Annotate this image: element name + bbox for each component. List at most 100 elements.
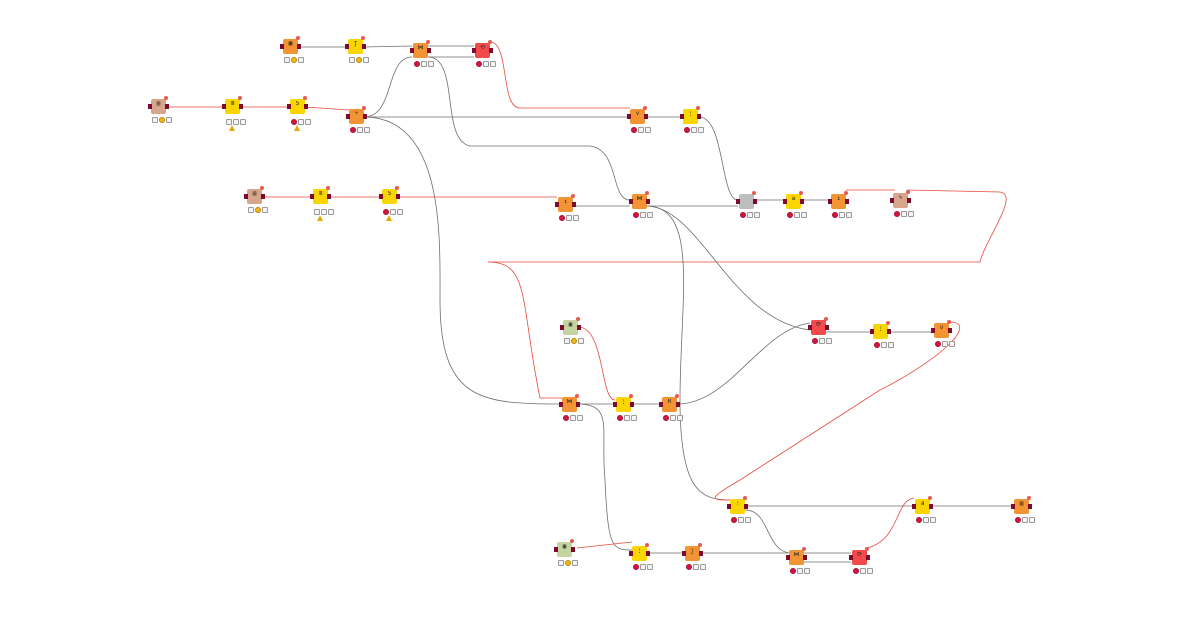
variable-port[interactable] [1027, 496, 1031, 500]
output-port[interactable] [1028, 504, 1032, 509]
variable-port[interactable] [629, 394, 633, 398]
input-port[interactable] [680, 114, 684, 119]
output-port[interactable] [363, 114, 367, 119]
variable-port[interactable] [576, 317, 580, 321]
variable-port[interactable] [238, 96, 242, 100]
output-port[interactable] [427, 48, 431, 53]
connection-30[interactable] [714, 321, 961, 501]
variable-port[interactable] [698, 543, 702, 547]
input-port[interactable] [828, 199, 832, 204]
image-viewer-node[interactable]: ▣ [554, 539, 575, 557]
input-port[interactable] [627, 114, 631, 119]
input-port[interactable] [682, 551, 686, 556]
input-port[interactable] [890, 198, 894, 203]
output-port[interactable] [697, 114, 701, 119]
variable-port[interactable] [886, 321, 890, 325]
input-port[interactable] [559, 402, 563, 407]
output-port[interactable] [577, 325, 581, 330]
joiner-node[interactable]: ⋈ [786, 547, 807, 565]
input-port[interactable] [555, 202, 559, 207]
column-filter-node[interactable]: ⋮ [613, 394, 634, 412]
splitter-node[interactable]: ⑂ [346, 106, 367, 124]
connection-43[interactable] [866, 497, 915, 549]
joiner-node[interactable]: ⋈ [410, 40, 431, 58]
input-port[interactable] [222, 104, 226, 109]
output-port[interactable] [571, 547, 575, 552]
input-port[interactable] [148, 104, 152, 109]
variable-port[interactable] [260, 186, 264, 190]
connection-26[interactable] [645, 205, 731, 501]
variable-port[interactable] [296, 36, 300, 40]
variable-port[interactable] [675, 394, 679, 398]
input-port[interactable] [912, 504, 916, 509]
variable-port[interactable] [645, 543, 649, 547]
variable-injector-node[interactable]: v [627, 106, 648, 124]
output-port[interactable] [630, 402, 634, 407]
connection-8[interactable] [304, 106, 350, 111]
column-filter-node[interactable]: ⋮ [680, 106, 701, 124]
connection-38[interactable] [576, 541, 633, 549]
joiner-node[interactable]: ⋈ [629, 191, 650, 209]
input-port[interactable] [410, 48, 414, 53]
loop-end-node[interactable]: ⟳ [808, 317, 829, 335]
input-port[interactable] [870, 329, 874, 334]
variable-port[interactable] [164, 96, 168, 100]
output-port[interactable] [646, 551, 650, 556]
connection-37[interactable] [744, 509, 791, 554]
variable-port[interactable] [575, 394, 579, 398]
variable-port[interactable] [865, 547, 869, 551]
output-port[interactable] [907, 198, 911, 203]
input-port[interactable] [659, 402, 663, 407]
input-port[interactable] [783, 199, 787, 204]
output-port[interactable] [887, 329, 891, 334]
input-port[interactable] [736, 199, 740, 204]
output-port[interactable] [699, 551, 703, 556]
table-creator-node[interactable]: ▦ [280, 36, 301, 54]
variable-port[interactable] [844, 191, 848, 195]
variable-injector-node[interactable]: v [931, 320, 952, 338]
connection-14[interactable] [363, 116, 561, 405]
table-transformer-node[interactable]: ≣ [222, 96, 243, 114]
output-port[interactable] [800, 199, 804, 204]
string-manipulation-node[interactable]: S [379, 186, 400, 204]
variable-port[interactable] [570, 539, 574, 543]
input-port[interactable] [379, 194, 383, 199]
input-port[interactable] [727, 504, 731, 509]
output-port[interactable] [644, 114, 648, 119]
input-port[interactable] [808, 325, 812, 330]
input-port[interactable] [613, 402, 617, 407]
loop-start-node[interactable]: ⟲ [472, 40, 493, 58]
output-port[interactable] [676, 402, 680, 407]
variable-to-table-node[interactable]: ↧ [555, 194, 576, 212]
variable-port[interactable] [928, 496, 932, 500]
output-port[interactable] [396, 194, 400, 199]
connection-25[interactable] [645, 205, 811, 331]
output-port[interactable] [803, 555, 807, 560]
input-port[interactable] [629, 551, 633, 556]
output-port[interactable] [327, 194, 331, 199]
image-viewer-node[interactable]: ▣ [560, 317, 581, 335]
file-reader-node[interactable]: ▤ [244, 186, 265, 204]
output-port[interactable] [489, 48, 493, 53]
connection-23[interactable] [488, 189, 1007, 263]
math-formula-node[interactable]: ∑ [682, 543, 703, 561]
input-port[interactable] [310, 194, 314, 199]
variable-port[interactable] [488, 40, 492, 44]
column-filter-node[interactable]: ⋮ [629, 543, 650, 561]
variable-port[interactable] [645, 191, 649, 195]
input-port[interactable] [560, 325, 564, 330]
file-writer-node[interactable]: ✎ [890, 190, 911, 208]
variable-port[interactable] [947, 320, 951, 324]
input-port[interactable] [554, 547, 558, 552]
output-port[interactable] [304, 104, 308, 109]
variable-port[interactable] [824, 317, 828, 321]
variable-port[interactable] [752, 191, 756, 195]
column-expression-node[interactable]: ƒ [345, 36, 366, 54]
output-port[interactable] [576, 402, 580, 407]
output-port[interactable] [362, 44, 366, 49]
table-to-variable-node[interactable]: ↥ [828, 191, 849, 209]
input-port[interactable] [472, 48, 476, 53]
connection-33[interactable] [676, 322, 811, 405]
input-port[interactable] [244, 194, 248, 199]
